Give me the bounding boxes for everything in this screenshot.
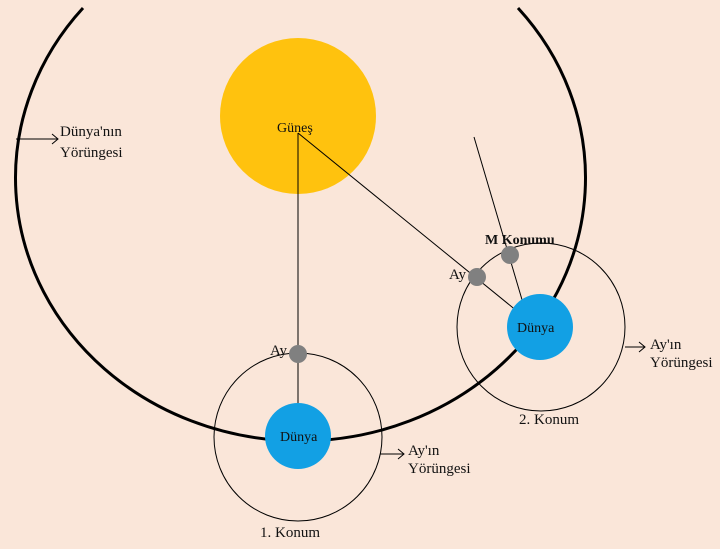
earth-orbit-label-line1: Dünya'nın <box>60 124 122 140</box>
earth-label-position2: Dünya <box>517 321 555 336</box>
earth-label-position1: Dünya <box>280 430 318 445</box>
moon-orbit-position2 <box>456 242 626 412</box>
sun <box>220 38 376 194</box>
moon-orbit-label2-position1: Yörüngesi <box>408 461 471 477</box>
moon-m-position <box>501 246 519 264</box>
moon-position1 <box>289 345 307 363</box>
moon-orbit-pointer-position2-head <box>638 341 646 353</box>
earth-orbit-pointer-head <box>51 133 59 145</box>
m-position-label: M Konumu <box>485 233 555 248</box>
earth-position1 <box>265 403 331 469</box>
caption-position2: 2. Konum <box>519 412 579 428</box>
moon-orbit-label2-position2: Yörüngesi <box>650 355 713 371</box>
sun-label: Güneş <box>277 121 313 136</box>
earth-position2 <box>507 294 573 360</box>
moon-label-position1: Ay <box>270 343 287 359</box>
moon-orbit-label1-position1: Ay'ın <box>408 443 440 459</box>
m-position-line <box>473 136 529 321</box>
moon-position2 <box>468 268 486 286</box>
caption-position1: 1. Konum <box>260 525 320 541</box>
moon-orbit-pointer-position1-head <box>397 448 405 460</box>
sun-to-position2-line <box>297 132 529 321</box>
earth-orbit-label-line2: Yörüngesi <box>60 145 123 161</box>
moon-orbit-label1-position2: Ay'ın <box>650 337 682 353</box>
moon-label-position2: Ay <box>449 267 466 283</box>
